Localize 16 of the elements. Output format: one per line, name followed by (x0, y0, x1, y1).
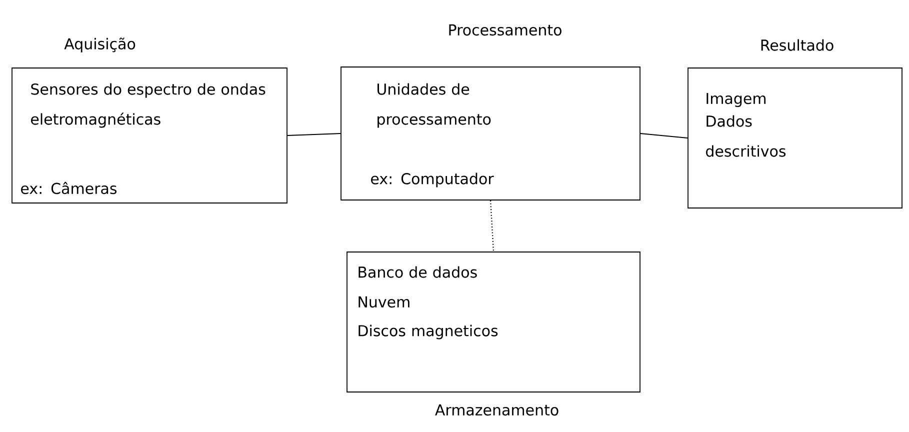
box-text: Imagem (706, 92, 766, 108)
box-text: Nuvem (358, 296, 410, 308)
box-heading: Aquisição (64, 38, 136, 52)
box-text: ex: Câmeras (21, 182, 117, 194)
box-text: Sensores do espectro de ondas eletromagnéticas (31, 83, 266, 128)
box-text: Discos magneticos (358, 324, 498, 340)
box-text: Banco de dados (358, 266, 477, 278)
box-text: ex: Computador (371, 172, 494, 188)
connector-line (640, 133, 688, 138)
connector-line (287, 133, 341, 136)
box-heading: Armazenamento (435, 404, 558, 416)
dotted-connector (490, 200, 494, 252)
box-heading: Processamento (449, 24, 562, 36)
box-heading: Resultado (761, 39, 834, 51)
box-text: Dados descritivos (706, 115, 786, 157)
box-text: Unidades de processamento (378, 83, 491, 128)
